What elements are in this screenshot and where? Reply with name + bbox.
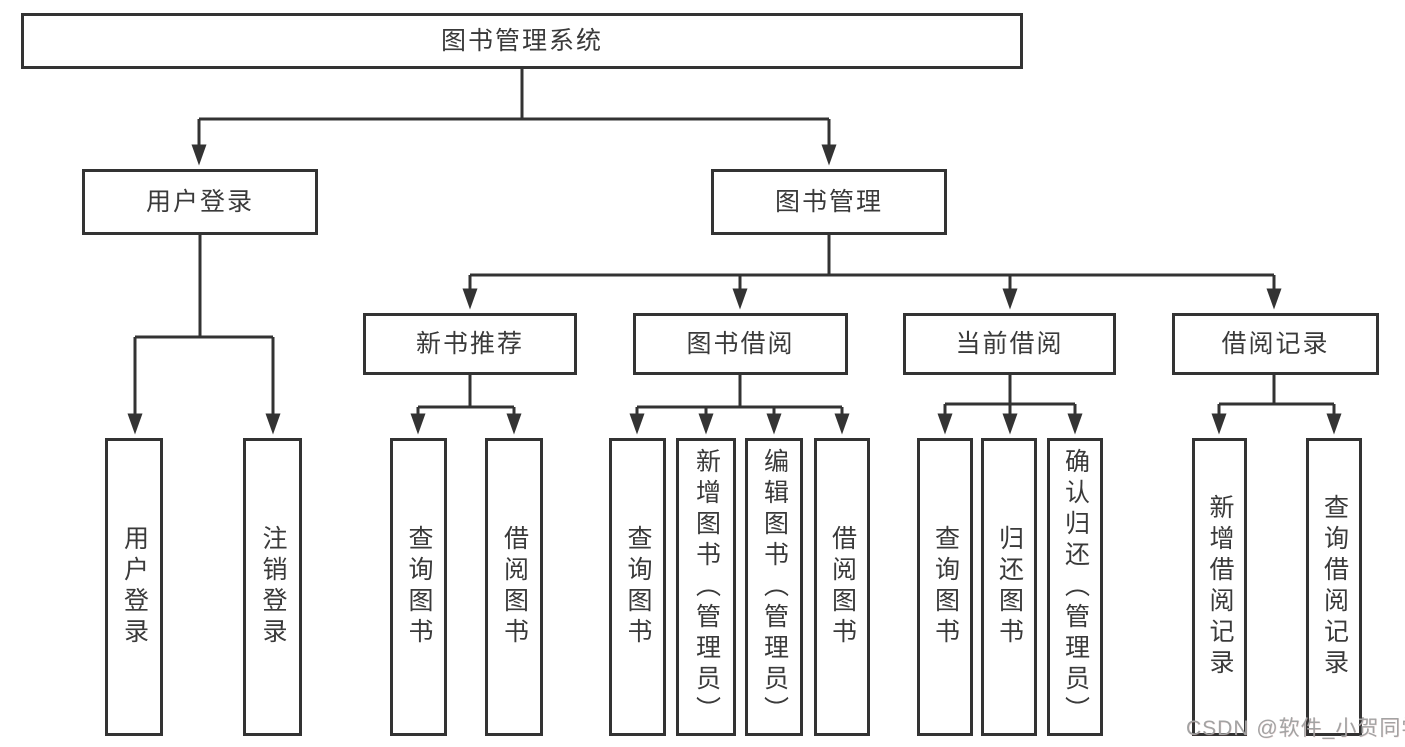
node-user-login-branch: 用户登录 <box>82 169 318 235</box>
node-label: 借阅记录 <box>1221 329 1330 358</box>
node-current-borrowing: 当前借阅 <box>903 313 1116 375</box>
node-label: 编辑图书（管理员） <box>760 447 789 727</box>
leaf-logout: 注销登录 <box>243 438 302 736</box>
node-library-management-system: 图书管理系统 <box>21 13 1023 69</box>
node-label: 归还图书 <box>995 525 1024 649</box>
node-label: 查询图书 <box>405 525 433 649</box>
connector-root-to-branches <box>191 69 837 166</box>
leaf-edit-books-admin: 编辑图书（管理员） <box>745 438 803 736</box>
leaf-borrow-books-recommend: 借阅图书 <box>485 438 543 736</box>
node-label: 用户登录 <box>145 187 254 216</box>
node-label: 新增借阅记录 <box>1206 494 1234 680</box>
node-label: 图书管理系统 <box>440 26 603 55</box>
node-label: 确认归还（管理员） <box>1061 447 1090 727</box>
leaf-confirm-return-admin: 确认归还（管理员） <box>1047 438 1103 736</box>
node-label: 借阅图书 <box>500 525 529 649</box>
leaf-add-borrow-record: 新增借阅记录 <box>1192 438 1247 736</box>
node-label: 当前借阅 <box>955 329 1064 358</box>
node-label: 注销登录 <box>259 525 287 649</box>
node-label: 用户登录 <box>120 525 149 649</box>
connector-current-borrow-section <box>937 375 1083 435</box>
leaf-return-books: 归还图书 <box>981 438 1037 736</box>
node-borrowing-records: 借阅记录 <box>1172 313 1379 375</box>
connector-borrow-records-section <box>1211 375 1342 435</box>
connector-new-book-section <box>410 375 522 435</box>
connector-book-borrow-section <box>629 375 850 435</box>
connector-user-login-branch <box>127 235 281 435</box>
leaf-query-books-recommend: 查询图书 <box>390 438 447 736</box>
leaf-query-books-current: 查询图书 <box>917 438 973 736</box>
csdn-watermark: CSDN @软件_小贺同学 <box>1186 717 1405 740</box>
node-label: 图书借阅 <box>686 329 795 358</box>
node-label: 新增图书（管理员） <box>692 447 721 727</box>
node-label: 图书管理 <box>774 187 883 216</box>
node-label: 查询借阅记录 <box>1320 494 1349 680</box>
node-book-management-branch: 图书管理 <box>711 169 947 235</box>
leaf-borrow-books: 借阅图书 <box>814 438 870 736</box>
node-new-book-recommendation: 新书推荐 <box>363 313 577 375</box>
leaf-query-borrow-record: 查询借阅记录 <box>1306 438 1362 736</box>
node-label: 借阅图书 <box>828 525 857 649</box>
node-label: 查询图书 <box>931 525 960 649</box>
leaf-query-books-borrowing: 查询图书 <box>609 438 666 736</box>
leaf-add-books-admin: 新增图书（管理员） <box>676 438 736 736</box>
leaf-user-login: 用户登录 <box>105 438 163 736</box>
node-label: 查询图书 <box>624 525 652 649</box>
node-label: 新书推荐 <box>415 329 524 358</box>
connector-book-management-branch <box>462 235 1282 310</box>
node-book-borrowing: 图书借阅 <box>633 313 848 375</box>
